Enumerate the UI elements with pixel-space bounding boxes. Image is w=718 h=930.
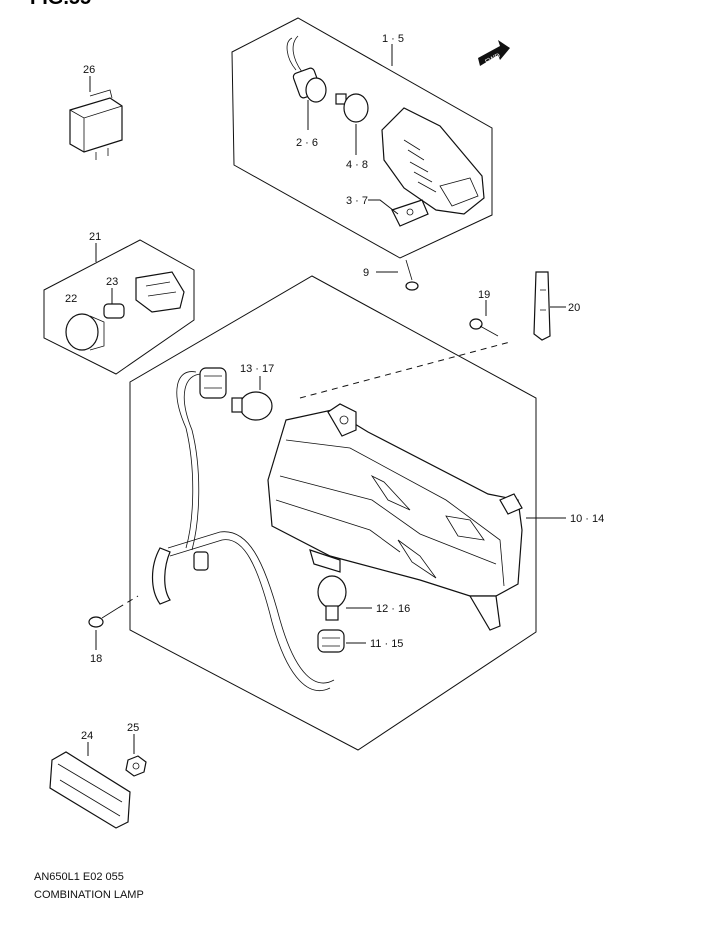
wiring-harness-part	[151, 371, 335, 692]
callout-26: 26	[83, 64, 95, 76]
callout-22: 22	[65, 293, 77, 305]
relay-part	[69, 89, 123, 160]
turn-signal-housing-part	[381, 107, 485, 215]
position-bulb-part	[231, 391, 273, 421]
callout-18: 18	[90, 653, 102, 665]
upper-group-frame	[231, 17, 493, 259]
position-socket-part	[199, 367, 227, 399]
marker-lens-part	[65, 313, 105, 351]
callout-19: 19	[478, 289, 490, 301]
side-marker-frame	[43, 239, 195, 375]
callout-25: 25	[127, 722, 139, 734]
callout-11-15: 11 · 15	[370, 638, 403, 650]
screw-9-part	[405, 259, 419, 291]
main-group-frame	[129, 275, 537, 751]
callout-21: 21	[89, 231, 101, 243]
turn-signal-bracket-part	[391, 199, 429, 227]
callout-4-8: 4 · 8	[346, 159, 368, 171]
callout-3-7: 3 · 7	[346, 195, 368, 207]
footer-code: AN650L1 E02 055	[34, 871, 124, 883]
callout-24: 24	[81, 730, 93, 742]
reflector-part	[49, 751, 131, 829]
clip-20-part	[533, 271, 551, 341]
tail-socket-part	[317, 629, 345, 653]
callout-1-5: 1 · 5	[382, 33, 404, 45]
callout-2-6: 2 · 6	[296, 137, 318, 149]
leader-3-7	[368, 199, 399, 215]
callout-23: 23	[106, 276, 118, 288]
marker-socket-part	[135, 271, 185, 313]
combination-lamp-body-part	[267, 403, 523, 631]
callout-12-16: 12 · 16	[376, 603, 410, 615]
callout-20: 20	[568, 302, 580, 314]
marker-bulb-part	[103, 303, 125, 319]
callout-13-17: 13 · 17	[240, 363, 274, 375]
footer-name: COMBINATION LAMP	[34, 889, 144, 901]
fwd-arrow-icon: FWD	[478, 40, 510, 66]
turn-signal-bulb-part	[335, 93, 369, 123]
bulb-socket-part	[286, 35, 327, 103]
figure-title: FIG.55	[30, 0, 91, 9]
tail-bulb-part	[317, 575, 347, 621]
nut-part	[125, 755, 147, 777]
screw-18-part	[88, 607, 119, 628]
screw-18-dashline	[117, 595, 139, 609]
callout-10-14: 10 · 14	[570, 513, 604, 525]
callout-9: 9	[363, 267, 369, 279]
screw-19-part	[469, 318, 499, 337]
assembly-dashline	[299, 341, 511, 399]
